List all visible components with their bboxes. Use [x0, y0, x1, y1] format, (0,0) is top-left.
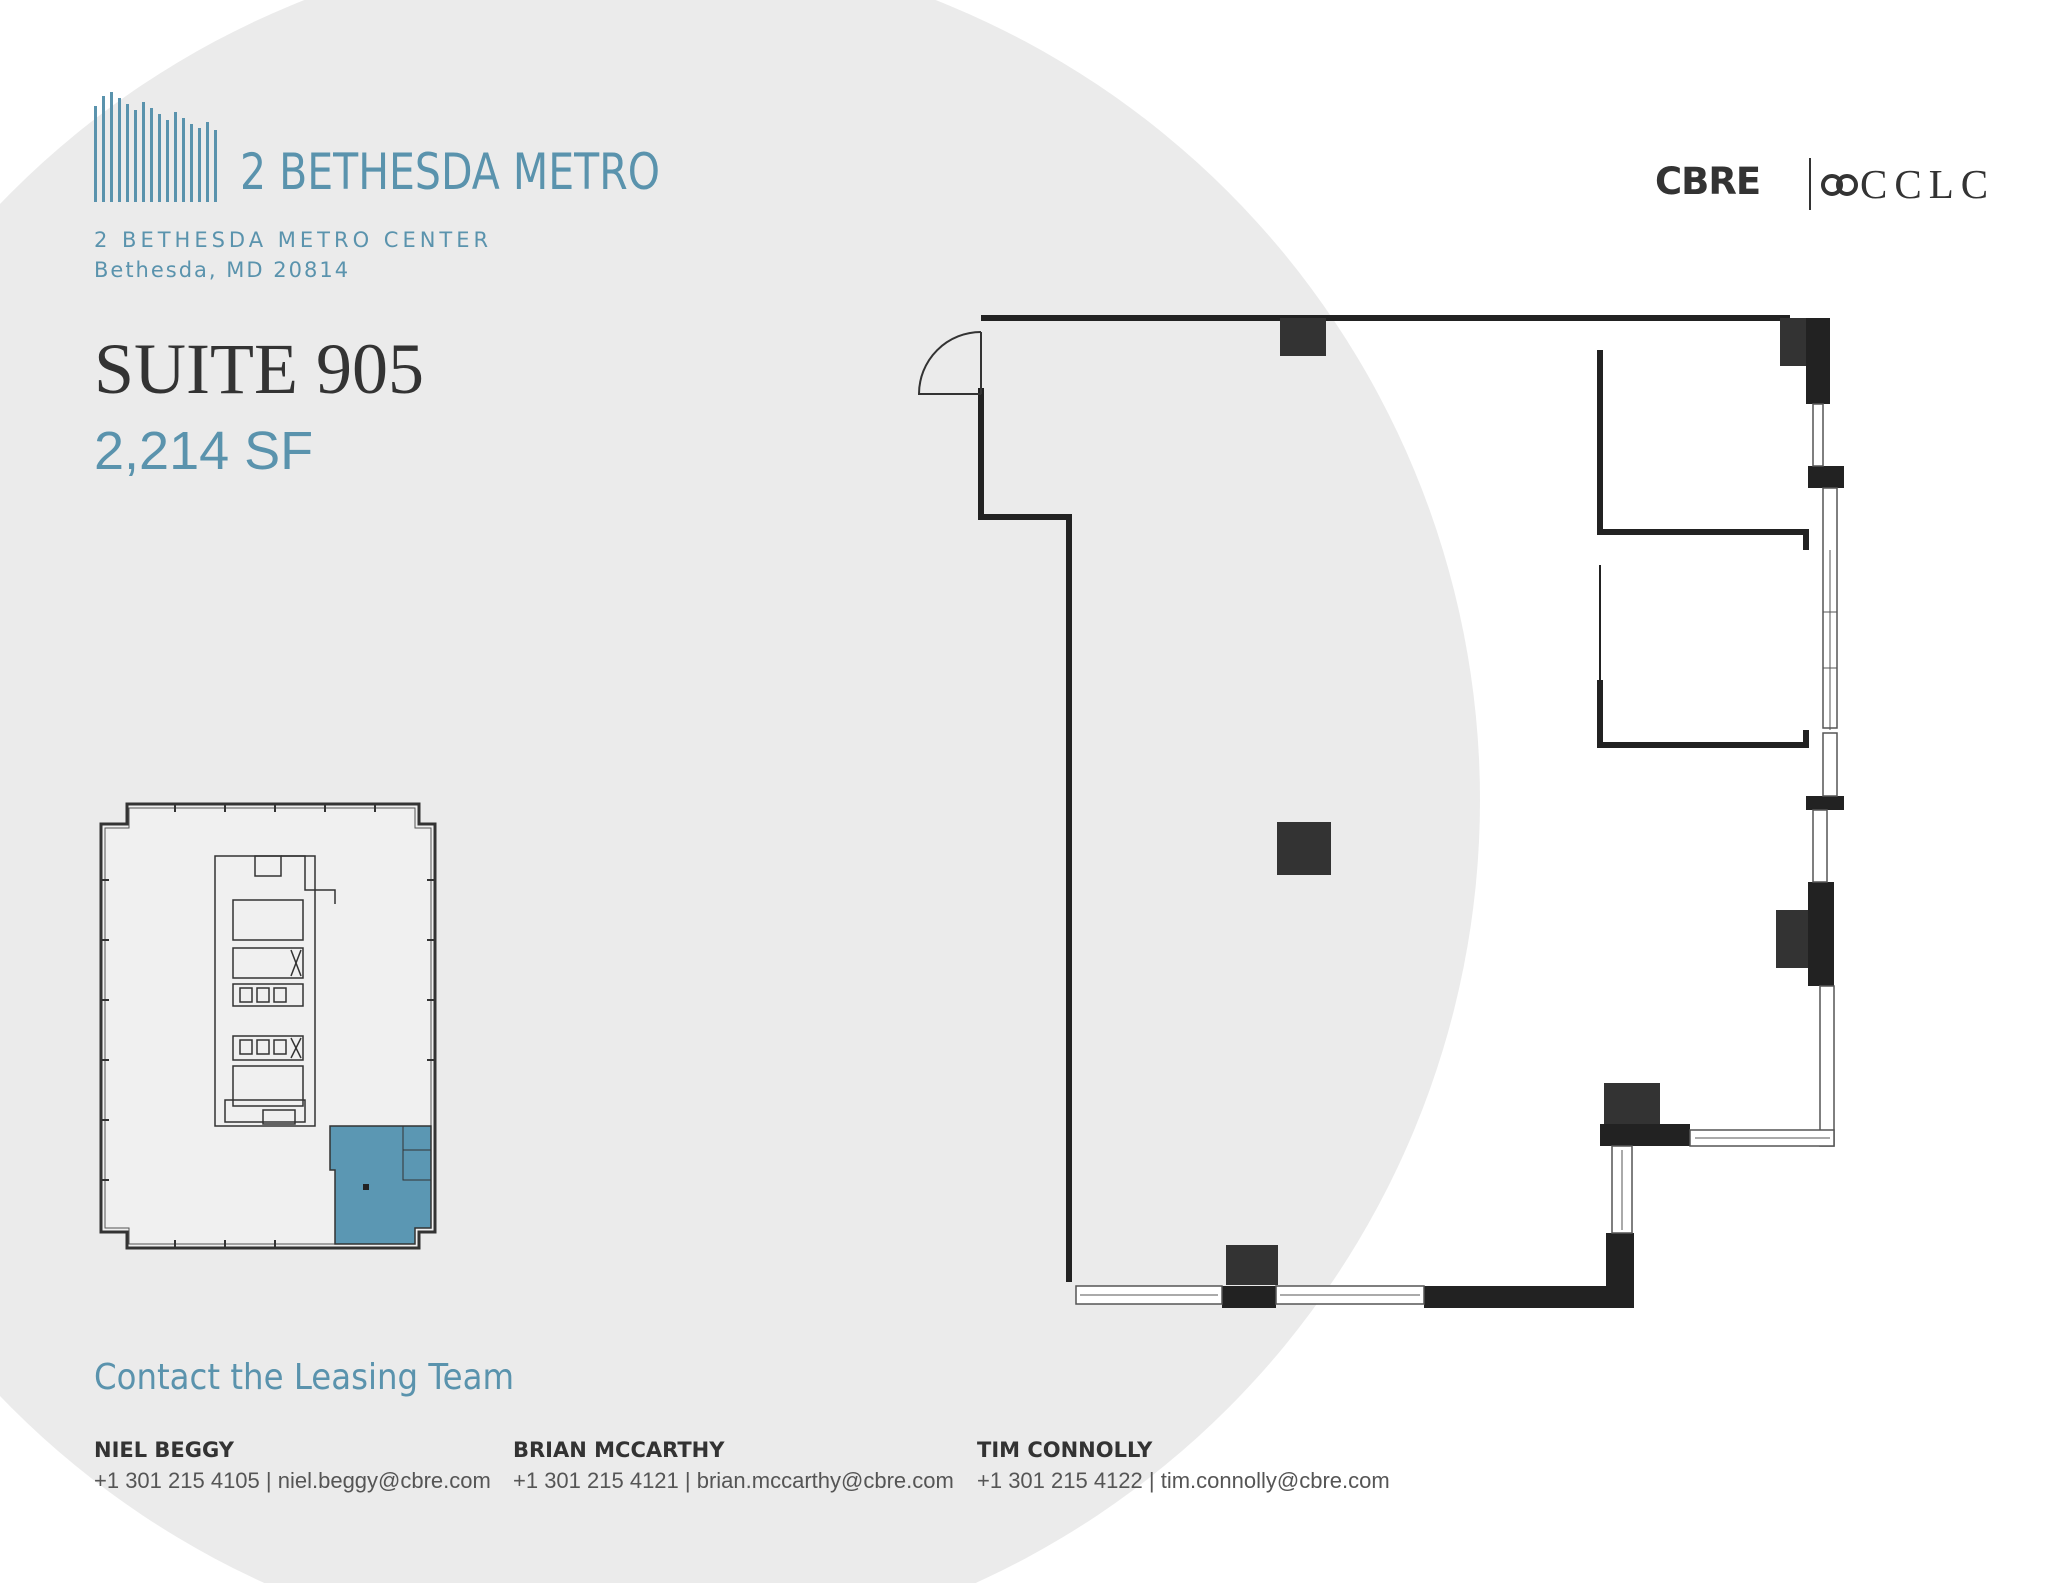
suite-highlight [329, 1125, 432, 1245]
building-logo-name: 2 BETHESDA METRO [240, 143, 660, 201]
contact-phone-1[interactable]: +1 301 215 4105 [94, 1468, 260, 1493]
contact-email-1[interactable]: niel.beggy@cbre.com [277, 1468, 491, 1493]
contact-info-2: +1 301 215 4121 | brian.mccarthy@cbre.co… [513, 1468, 954, 1493]
contact-email-3[interactable]: tim.connolly@cbre.com [1160, 1468, 1390, 1493]
contact-info-1: +1 301 215 4105 | niel.beggy@cbre.com [94, 1468, 491, 1493]
address-line-2: Bethesda, MD 20814 [94, 258, 351, 282]
cbre-logo: CBRE [1655, 160, 1761, 203]
brand-divider [1809, 158, 1811, 210]
suite-area: 2,214 SF [94, 421, 314, 481]
contact-info-3: +1 301 215 4122 | tim.connolly@cbre.com [977, 1468, 1390, 1493]
contact-name-3: TIM CONNOLLY [977, 1438, 1153, 1462]
contact-name-2: BRIAN MCCARTHY [513, 1438, 725, 1462]
cclc-logo-icon [1821, 174, 1858, 196]
cclc-logo: CCLC [1860, 161, 1996, 207]
address-line-1: 2 BETHESDA METRO CENTER [94, 228, 493, 252]
contact-heading: Contact the Leasing Team [94, 1357, 515, 1398]
suite-floor-plan [917, 315, 1844, 1308]
contact-phone-3[interactable]: +1 301 215 4122 [977, 1468, 1143, 1493]
key-plan [99, 802, 437, 1250]
building-logo-icon [94, 92, 217, 202]
suite-title: SUITE 905 [94, 329, 424, 409]
contact-email-2[interactable]: brian.mccarthy@cbre.com [696, 1468, 954, 1493]
contact-name-1: NIEL BEGGY [94, 1438, 234, 1462]
contact-phone-2[interactable]: +1 301 215 4121 [513, 1468, 679, 1493]
